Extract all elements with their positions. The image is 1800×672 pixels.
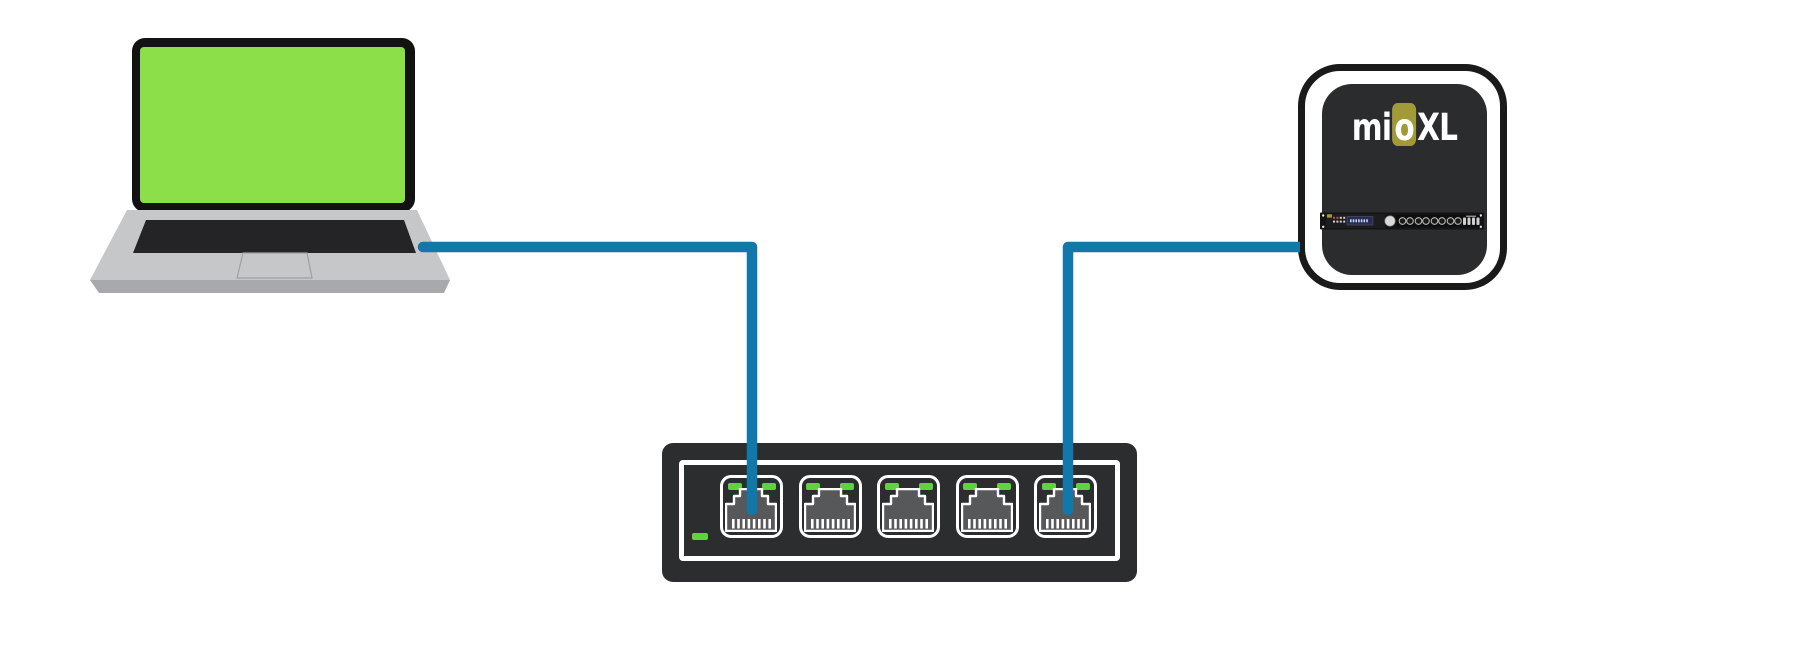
rj45-jack-icon <box>1039 487 1091 532</box>
mioxl-logo: m i o XL <box>1339 103 1471 146</box>
rack-screw-icon <box>1479 225 1482 228</box>
rack-display <box>1346 216 1374 226</box>
ethernet-switch <box>662 443 1137 582</box>
laptop-base-front-edge <box>90 280 450 293</box>
mioxl-logo-m: m <box>1351 106 1383 149</box>
rack-knob-icon <box>1384 215 1396 227</box>
switch-port-3 <box>877 475 940 538</box>
mioxl-rack-unit <box>1320 212 1484 230</box>
rack-screw-icon <box>1322 214 1325 217</box>
switch-port-row <box>720 475 1097 538</box>
rj45-jack-icon <box>725 487 777 532</box>
rack-screw-icon <box>1479 214 1482 217</box>
rj45-jack-icon <box>960 487 1013 532</box>
port-led-right <box>918 482 933 490</box>
rack-xlr-connectors <box>1398 217 1462 225</box>
port-led-left <box>806 482 820 490</box>
laptop-trackpad <box>236 252 313 279</box>
mioxl-logo-i: i <box>1381 106 1392 149</box>
rj45-jack-icon <box>803 487 856 532</box>
port-led-right <box>761 482 776 490</box>
switch-port-5 <box>1034 475 1097 538</box>
laptop <box>90 38 450 293</box>
port-led-left <box>884 482 899 490</box>
port-led-right <box>840 482 854 490</box>
rj45-jack-icon <box>882 487 934 532</box>
rack-screw-icon <box>1322 225 1325 228</box>
switch-port-1 <box>720 475 783 538</box>
rack-port-connectors <box>1463 215 1480 225</box>
switch-port-2 <box>798 475 862 538</box>
mioxl-logo-o-badge: o <box>1391 103 1417 146</box>
port-led-left <box>1041 482 1056 490</box>
laptop-screen <box>140 47 405 203</box>
laptop-keyboard <box>133 220 416 253</box>
switch-power-led <box>692 533 708 540</box>
mioxl-device: m i o XL <box>1298 64 1507 290</box>
rack-logo-badge <box>1327 214 1332 218</box>
port-led-left <box>963 482 977 490</box>
port-led-right <box>997 482 1011 490</box>
mioxl-panel: m i o XL <box>1320 84 1487 275</box>
mioxl-logo-xl: XL <box>1417 106 1458 149</box>
rack-button-cluster <box>1333 216 1346 223</box>
switch-port-4 <box>955 475 1019 538</box>
